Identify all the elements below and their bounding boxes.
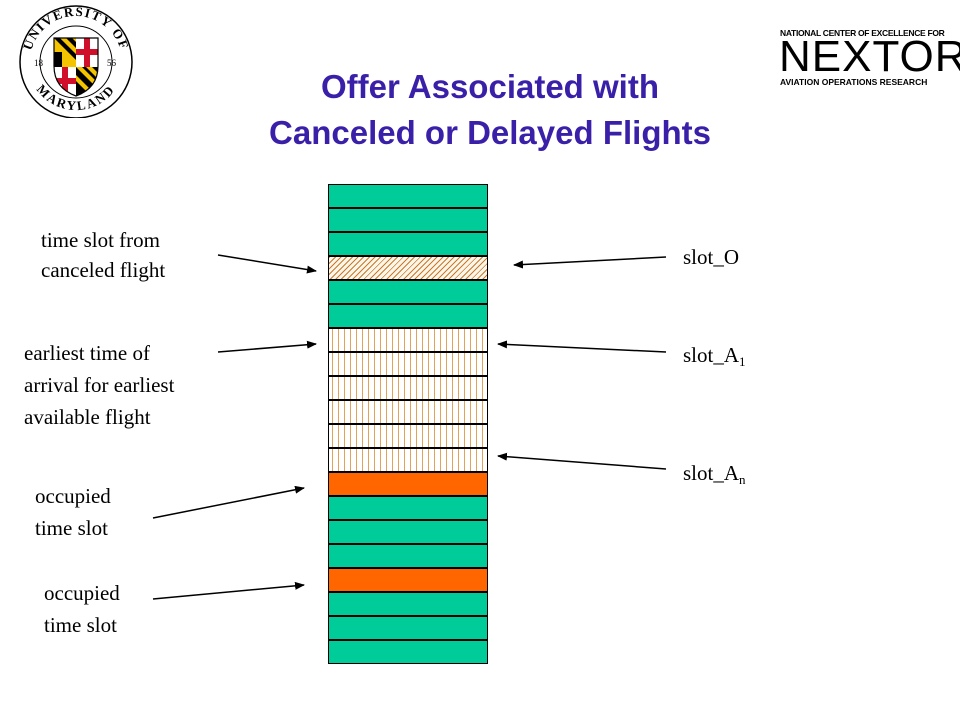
arrow-canceled-slot (217, 254, 317, 274)
label-earliest-arrival-line-1: earliest time of (24, 341, 150, 365)
label-earliest-arrival-line-3: available flight (24, 405, 151, 429)
arrow-slot-an (497, 452, 667, 470)
time-slot-open (328, 304, 488, 328)
time-slot-open (328, 208, 488, 232)
label-occupied-slot-1-line-1: occupied (35, 484, 111, 508)
nextor-top-text: NATIONAL CENTER OF EXCELLENCE FOR (780, 28, 945, 38)
umd-year-right: 56 (107, 58, 117, 68)
time-slot-open (328, 592, 488, 616)
label-occupied-slot-2-line-1: occupied (44, 581, 120, 605)
time-slot-available (328, 328, 488, 352)
time-slot-open (328, 520, 488, 544)
arrow-occupied-slot-1 (152, 485, 305, 519)
label-slot-an: slot_An (683, 458, 746, 488)
time-slot-available (328, 448, 488, 472)
time-slot-available (328, 352, 488, 376)
time-slot-open (328, 544, 488, 568)
arrow-slot-a1 (497, 340, 667, 353)
nextor-logo: NATIONAL CENTER OF EXCELLENCE FOR NEXTOR… (779, 28, 960, 92)
time-slot-open (328, 496, 488, 520)
label-slot-a1-base: slot_A (683, 343, 740, 367)
label-occupied-slot-1-line-2: time slot (35, 516, 108, 540)
label-slot-o: slot_O (683, 245, 740, 269)
label-occupied-slot-2-line-2: time slot (44, 613, 117, 637)
time-slot-column (328, 184, 488, 664)
time-slot-available (328, 424, 488, 448)
arrow-occupied-slot-2 (152, 581, 305, 600)
label-slot-an-base: slot_A (683, 461, 740, 485)
time-slot-open (328, 184, 488, 208)
time-slot-open (328, 616, 488, 640)
slide-title-line-2: Canceled or Delayed Flights (269, 114, 711, 151)
time-slot-open (328, 280, 488, 304)
label-canceled-slot-line-2: canceled flight (41, 258, 166, 282)
label-slot-a1-subscript: 1 (739, 354, 746, 369)
time-slot-open (328, 232, 488, 256)
time-slot-available (328, 376, 488, 400)
arrow-slot-o (513, 256, 667, 269)
arrow-earliest-arrival (217, 340, 317, 353)
university-of-maryland-logo: UNIVERSITY OF MARYLAND 18 56 (8, 0, 144, 118)
label-canceled-slot-line-1: time slot from (41, 228, 160, 252)
label-slot-an-subscript: n (739, 472, 746, 487)
nextor-bottom-text: AVIATION OPERATIONS RESEARCH (780, 77, 928, 87)
time-slot-canceled (328, 256, 488, 280)
time-slot-available (328, 400, 488, 424)
time-slot-occupied (328, 472, 488, 496)
umd-year-left: 18 (34, 58, 44, 68)
label-earliest-arrival-line-2: arrival for earliest (24, 373, 175, 397)
label-slot-a1: slot_A1 (683, 340, 746, 370)
slide-title-line-1: Offer Associated with (320, 68, 659, 105)
time-slot-open (328, 640, 488, 664)
nextor-name: NEXTOR (779, 32, 960, 81)
time-slot-occupied (328, 568, 488, 592)
